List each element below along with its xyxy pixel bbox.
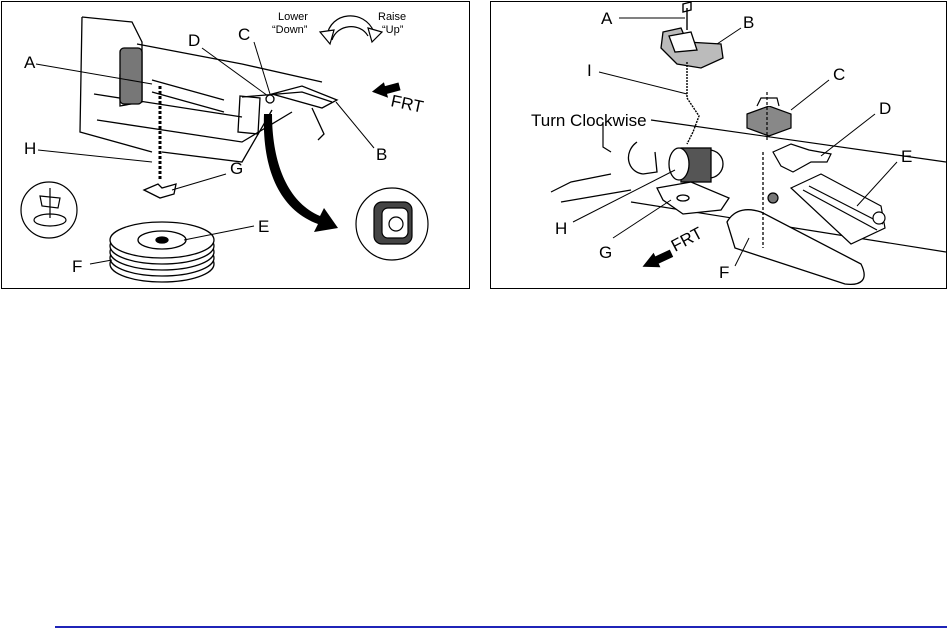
callout-d: D xyxy=(188,31,200,50)
callout-g: G xyxy=(230,159,243,178)
callout-c: C xyxy=(238,25,250,44)
callout-a: A xyxy=(24,53,36,72)
left-diagram: A D C B H G E F Lower “Down” Raise “Up” … xyxy=(20,11,429,283)
callout-b: B xyxy=(376,145,387,164)
spare-tire-lowering-illustration: A D C B H G E F Lower “Down” Raise “Up” … xyxy=(1,1,470,289)
storage-bag-drawing xyxy=(726,152,865,286)
lower-direction-arrow xyxy=(263,114,338,232)
callout-f: F xyxy=(72,257,82,276)
front-arrow-icon xyxy=(371,82,401,98)
callout-g: G xyxy=(599,243,612,262)
callout-b: B xyxy=(743,13,754,32)
hoist-chain-drawing xyxy=(158,85,339,180)
jack-drawing xyxy=(627,141,724,183)
callout-i: I xyxy=(587,61,592,80)
front-arrow-icon xyxy=(642,249,674,268)
raise-label-line1: Raise xyxy=(378,11,406,23)
jack-tool-storage-illustration: A B I C Turn Clockwise D E H G F FRT xyxy=(490,1,947,289)
callout-c: C xyxy=(833,65,845,84)
jack-base-drawing xyxy=(656,181,730,215)
lower-label-line1: Lower xyxy=(278,11,308,23)
turn-clockwise-label: Turn Clockwise xyxy=(531,111,647,130)
right-diagram: A B I C Turn Clockwise D E H G F FRT xyxy=(531,2,946,286)
tool-roll-drawing xyxy=(767,173,886,245)
wing-nut-drawing xyxy=(142,183,177,199)
inset-retainer-detail xyxy=(20,181,78,239)
raise-label-line2: “Up” xyxy=(382,24,404,36)
lower-label-line2: “Down” xyxy=(272,24,308,36)
callout-d: D xyxy=(879,99,891,118)
truck-rear-drawing xyxy=(79,16,323,163)
clip-drawing xyxy=(746,92,792,142)
callout-e: E xyxy=(901,147,912,166)
callout-a: A xyxy=(601,9,613,28)
callout-h: H xyxy=(24,139,36,158)
callout-f: F xyxy=(719,263,729,282)
callout-h: H xyxy=(555,219,567,238)
gloves-drawing xyxy=(772,143,832,173)
front-label: FRT xyxy=(389,91,425,116)
callout-e: E xyxy=(258,217,269,236)
spare-tire-drawing xyxy=(109,221,215,283)
inset-key-lock-detail xyxy=(355,187,429,261)
hook-bracket-drawing xyxy=(660,27,724,69)
rotate-arrow xyxy=(318,15,384,46)
leader-lines xyxy=(35,41,375,265)
extension-rod-drawing xyxy=(682,2,700,145)
front-label: FRT xyxy=(668,223,706,255)
footer-rule xyxy=(55,626,947,628)
leader-lines xyxy=(572,17,898,267)
